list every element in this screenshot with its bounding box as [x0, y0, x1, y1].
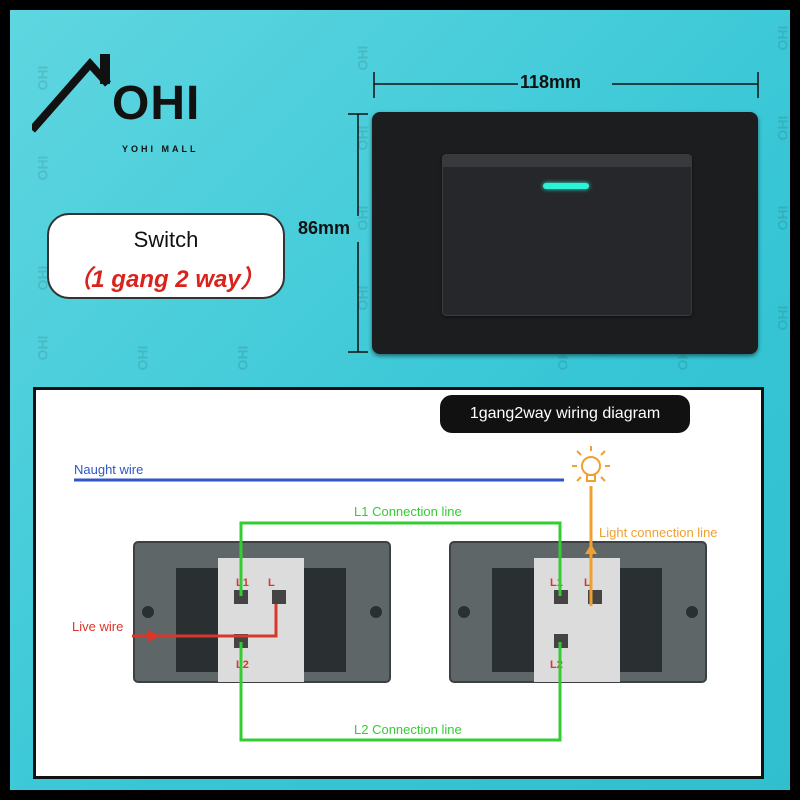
light-connection-label: Light connection line — [599, 525, 718, 540]
right-switch-module: L1 L L2 — [449, 541, 707, 683]
product-title: Switch — [133, 227, 199, 252]
brand-subtitle: YOHI MALL — [122, 144, 199, 154]
right-term-l: L — [584, 577, 591, 589]
logo-roof-icon — [28, 54, 111, 133]
light-bulb-icon — [572, 446, 610, 482]
indicator-led — [543, 183, 589, 189]
l2-connection-label: L2 Connection line — [354, 722, 462, 737]
light-arrow-icon — [585, 544, 597, 554]
live-wire-label: Live wire — [72, 619, 123, 634]
switch-rocker — [442, 154, 692, 316]
l2-connection-line — [239, 642, 562, 742]
height-dimension: 86mm — [298, 218, 351, 238]
left-term-l: L — [268, 577, 275, 589]
live-arrow-icon — [148, 630, 160, 642]
l1-connection-label: L1 Connection line — [354, 504, 462, 519]
diagram-title: 1gang2way wiring diagram — [440, 395, 690, 433]
dimension-lines — [348, 72, 759, 353]
product-subtitle: （1 gang 2 way） — [67, 266, 265, 293]
naught-wire-label: Naught wire — [74, 462, 143, 477]
brand-logo: OHI YOHI MALL — [28, 40, 202, 154]
product-label: Switch （1 gang 2 way） — [47, 213, 285, 299]
switch-plate — [372, 112, 758, 354]
l1-connection-line — [239, 521, 562, 596]
left-switch-module: L1 L L2 — [133, 541, 391, 683]
wiring-diagram: Naught wire — [33, 387, 764, 779]
live-wire-line — [132, 604, 278, 638]
brand-name: OHI — [112, 77, 201, 130]
width-dimension: 118mm — [520, 72, 582, 92]
wiring-svg: Naught wire — [72, 446, 718, 742]
